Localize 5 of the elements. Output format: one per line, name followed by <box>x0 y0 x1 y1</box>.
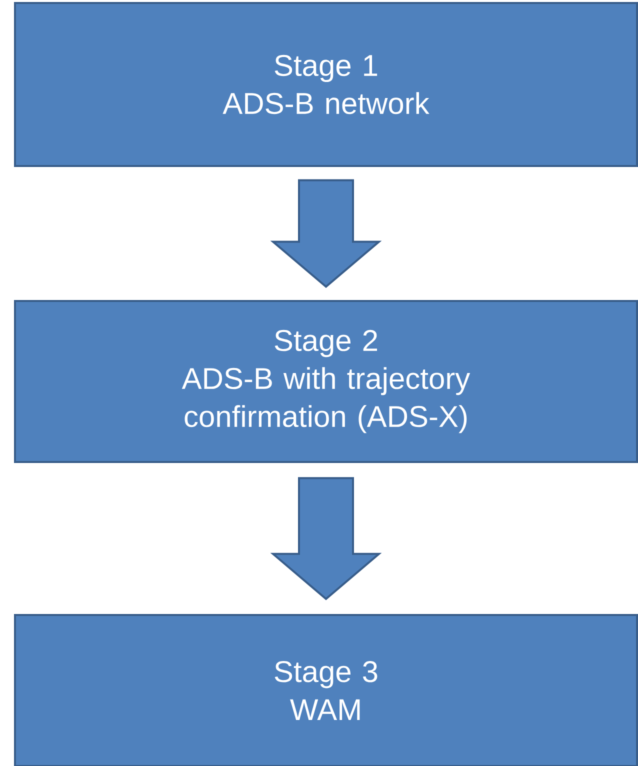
stage-box: Stage 1 ADS-B network <box>14 2 638 167</box>
stage-box: Stage 2 ADS-B with trajectory confirmation (ADS-X) <box>14 300 638 463</box>
block-arrow <box>270 179 382 288</box>
stage-box: Stage 3 WAM <box>14 614 638 766</box>
block-arrow <box>270 477 382 600</box>
